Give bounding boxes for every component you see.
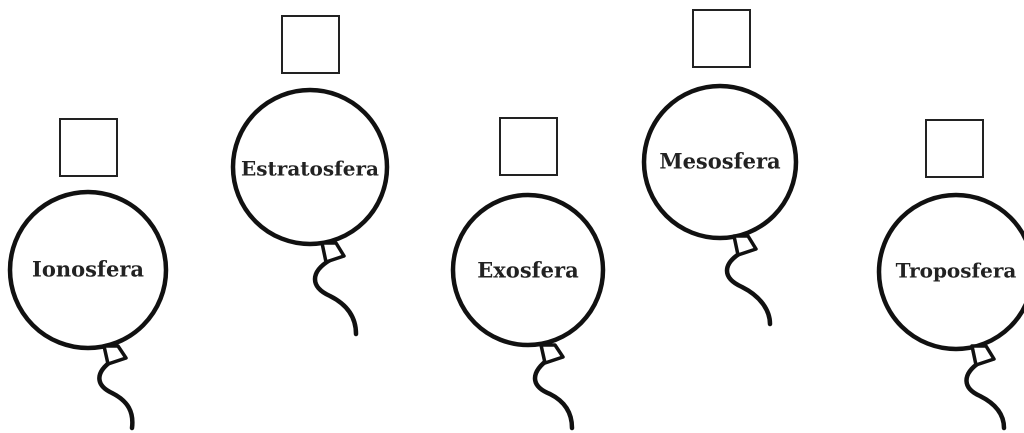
balloon-3-body xyxy=(450,192,606,348)
balloon-5-label: Troposfera xyxy=(896,259,1017,283)
balloon-1: Ionosfera xyxy=(7,118,169,431)
balloon-5-knot xyxy=(970,344,996,367)
balloon-4-label: Mesosfera xyxy=(659,149,781,174)
answer-box-1[interactable] xyxy=(59,118,118,177)
balloon-2-knot xyxy=(320,241,346,264)
balloon-3-label: Exosfera xyxy=(477,258,579,283)
balloon-3-string xyxy=(532,355,575,431)
balloon-5-string xyxy=(964,359,1007,431)
balloon-1-body xyxy=(7,189,169,351)
balloon-3: Exosfera xyxy=(450,117,606,431)
balloon-4-string xyxy=(724,249,773,327)
balloon-4-knot xyxy=(732,234,758,257)
balloon-1-label: Ionosfera xyxy=(32,257,144,282)
answer-box-3[interactable] xyxy=(499,117,558,176)
balloon-2-string xyxy=(312,257,359,337)
balloon-1-knot xyxy=(102,344,128,366)
balloon-2-label: Estratosfera xyxy=(241,157,379,181)
balloon-1-string xyxy=(97,357,135,431)
answer-box-5[interactable] xyxy=(925,119,984,178)
balloon-4-body xyxy=(641,83,799,241)
answer-box-4[interactable] xyxy=(692,9,751,68)
balloon-2: Estratosfera xyxy=(230,15,390,337)
balloon-5: Troposfera xyxy=(876,119,1024,431)
answer-box-2[interactable] xyxy=(281,15,340,74)
balloon-2-body xyxy=(230,87,390,247)
balloon-4: Mesosfera xyxy=(641,9,799,327)
balloon-3-knot xyxy=(539,343,565,365)
balloon-5-body xyxy=(876,192,1024,352)
